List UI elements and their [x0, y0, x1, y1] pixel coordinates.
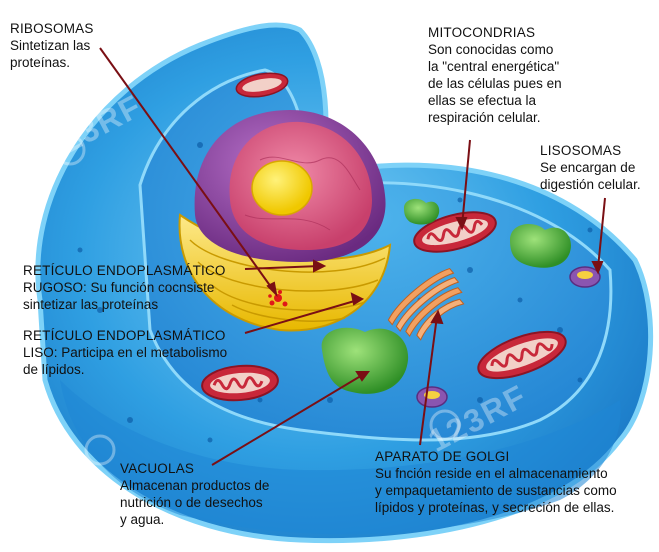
label-line: de las células pues en [428, 76, 562, 91]
nucleolus [251, 160, 313, 216]
mitochondrion-top [413, 211, 497, 253]
pointer-lines [99, 47, 606, 466]
vacuole-main [321, 327, 409, 394]
mitochondrion-left [201, 364, 279, 402]
pointer-reticulo-liso [244, 299, 359, 334]
label-line: de lípidos. [23, 362, 85, 377]
watermark [54, 79, 576, 466]
label-reticulo-rugoso: RETÍCULO ENDOPLASMÁTICO RUGOSO: Su funci… [23, 262, 226, 313]
pointer-mitocondrias-arrow [455, 217, 468, 231]
label-line: y agua. [120, 512, 165, 527]
label-title: RETÍCULO ENDOPLASMÁTICO [23, 328, 226, 343]
pointer-golgi [419, 315, 438, 446]
label-line: Son conocidas como [428, 42, 554, 57]
vacuole-small [404, 198, 440, 225]
label-line: RUGOSO: Su función cocnsiste [23, 280, 215, 295]
pointer-lisosomas [597, 197, 606, 269]
ribosome-cluster [268, 290, 288, 307]
vacuole-right [510, 224, 571, 268]
label-ribosomas: RIBOSOMAS Sintetizan las proteínas. [10, 20, 94, 71]
pointer-vacuolas [211, 373, 365, 466]
label-line: digestión celular. [540, 177, 641, 192]
label-line: respiración celular. [428, 110, 541, 125]
label-line: ellas se efectua la [428, 93, 537, 108]
lysosome-right [569, 266, 601, 288]
membrane-rim [60, 380, 621, 535]
label-line: Sintetizan las [10, 38, 91, 53]
golgi-stack [387, 267, 465, 341]
label-title: VACUOLAS [120, 461, 195, 476]
label-line: la "central energética" [428, 59, 560, 74]
pointer-golgi-arrow [430, 309, 444, 325]
label-line: sintetizar las proteínas [23, 297, 159, 312]
label-line: lípidos y proteínas, y secreción de ella… [375, 500, 615, 515]
label-mitocondrias: MITOCONDRIAS Son conocidas como la "cent… [428, 24, 562, 126]
label-title: APARATO DE GOLGI [375, 449, 510, 464]
label-title: LISOSOMAS [540, 143, 622, 158]
mitochondrion-upper [235, 72, 289, 98]
pointer-ribosomas [99, 47, 277, 295]
lysosome-middle [416, 386, 448, 408]
label-line: proteínas. [10, 55, 71, 70]
chromatin [244, 156, 361, 231]
label-line: Su fnción reside en el almacenamiento [375, 466, 608, 481]
label-title: RIBOSOMAS [10, 21, 94, 36]
pointer-vacuolas-arrow [355, 371, 370, 382]
label-golgi: APARATO DE GOLGI Su fnción reside en el … [375, 448, 617, 516]
pointer-reticulo-rugoso-arrow [313, 259, 327, 273]
label-line: nutrición o de desechos [120, 495, 263, 510]
label-vacuolas: VACUOLAS Almacenan productos de nutrició… [120, 460, 269, 528]
label-lisosomas: LISOSOMAS Se encargan de digestión celul… [540, 142, 641, 193]
label-line: LISO: Participa en el metabolismo [23, 345, 228, 360]
pointer-lisosomas-arrow [591, 261, 604, 275]
label-reticulo-liso: RETÍCULO ENDOPLASMÁTICO LISO: Participa … [23, 327, 227, 378]
label-line: y empaquetamiento de sustancias como [375, 483, 617, 498]
label-line: Se encargan de [540, 160, 636, 175]
pointer-ribosomas-arrow [266, 281, 278, 297]
label-title: RETÍCULO ENDOPLASMÁTICO [23, 263, 226, 278]
pointer-reticulo-rugoso [244, 265, 321, 270]
mitochondrion-right [477, 330, 567, 380]
label-line: Almacenan productos de [120, 478, 270, 493]
pointer-mitocondrias [461, 139, 471, 227]
label-title: MITOCONDRIAS [428, 25, 536, 40]
pointer-reticulo-liso-arrow [350, 292, 365, 306]
